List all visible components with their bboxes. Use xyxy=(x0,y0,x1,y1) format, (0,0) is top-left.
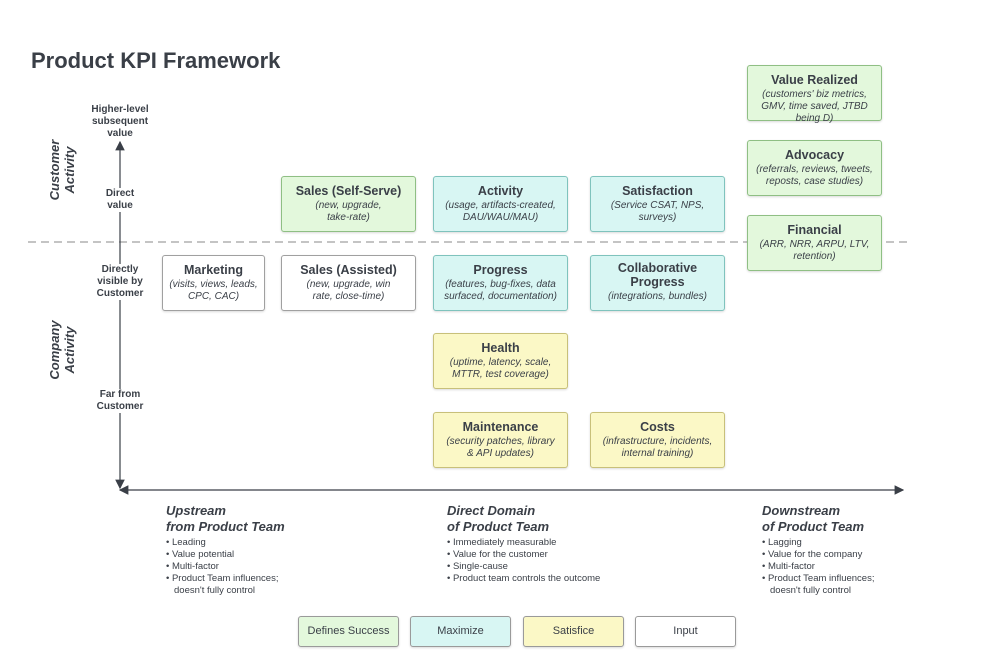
box-subtitle: (features, bug-fixes, data surfaced, doc… xyxy=(444,279,557,302)
list-item: Product team controls the outcome xyxy=(447,573,600,585)
direct-title: Direct Domain of Product Team xyxy=(447,503,549,535)
box-subtitle: (ARR, NRR, ARPU, LTV, retention) xyxy=(759,239,870,262)
list-item: Value potential xyxy=(166,549,278,561)
box-title: Value Realized xyxy=(771,73,858,87)
list-item-continued: doesn't fully control xyxy=(166,585,278,597)
box-maintenance: Maintenance (security patches, library &… xyxy=(433,412,568,468)
direct-bullets: Immediately measurable Value for the cus… xyxy=(447,537,600,585)
box-title: Sales (Assisted) xyxy=(300,263,397,277)
direct-title-line2: of Product Team xyxy=(447,519,550,534)
upstream-title-line2: from Product Team xyxy=(166,519,285,534)
box-health: Health (uptime, latency, scale, MTTR, te… xyxy=(433,333,568,389)
box-marketing: Marketing (visits, views, leads, CPC, CA… xyxy=(162,255,265,311)
box-subtitle: (Service CSAT, NPS, surveys) xyxy=(610,200,705,223)
box-progress: Progress (features, bug-fixes, data surf… xyxy=(433,255,568,311)
box-title: Maintenance xyxy=(462,420,539,434)
list-item: Product Team influences; xyxy=(762,573,875,585)
box-subtitle: (security patches, library & API updates… xyxy=(446,436,555,459)
box-activity: Activity (usage, artifacts-created, DAU/… xyxy=(433,176,568,232)
box-title: Health xyxy=(481,341,520,355)
list-item: Product Team influences; xyxy=(166,573,279,585)
page-title: Product KPI Framework xyxy=(31,48,281,73)
box-subtitle: (integrations, bundles) xyxy=(608,291,707,302)
customer-activity-label: Customer Activity xyxy=(47,139,77,201)
box-costs: Costs (infrastructure, incidents, intern… xyxy=(590,412,725,468)
box-subtitle: (customers' biz metrics, GMV, time saved… xyxy=(761,89,868,124)
downstream-bullets: Lagging Value for the company Multi-fact… xyxy=(762,537,875,597)
box-title: Financial xyxy=(787,223,842,237)
box-advocacy: Advocacy (referrals, reviews, tweets, re… xyxy=(747,140,882,196)
upstream-title-line1: Upstream xyxy=(166,503,226,518)
box-title: Marketing xyxy=(183,263,244,277)
box-subtitle: (new, upgrade, take-rate) xyxy=(315,200,382,223)
box-subtitle: (visits, views, leads, CPC, CAC) xyxy=(169,279,258,302)
box-subtitle: (infrastructure, incidents, internal tra… xyxy=(602,436,713,459)
list-item: Value for the customer xyxy=(447,549,600,561)
level-higher: Higher-level subsequent value xyxy=(86,104,154,140)
box-title: Collaborative Progress xyxy=(617,261,698,289)
box-title: Sales (Self-Serve) xyxy=(295,184,402,198)
level-visible: Directly visible by Customer xyxy=(90,264,150,300)
box-subtitle: (new, upgrade, win rate, close-time) xyxy=(306,279,391,302)
box-satisfaction: Satisfaction (Service CSAT, NPS, surveys… xyxy=(590,176,725,232)
list-item-continued: doesn't fully control xyxy=(762,585,874,597)
legend-maximize: Maximize xyxy=(410,616,511,647)
list-item: Immediately measurable xyxy=(447,537,600,549)
list-item: Leading xyxy=(166,537,278,549)
list-item: Multi-factor xyxy=(166,561,278,573)
box-title: Costs xyxy=(640,420,675,434)
downstream-title: Downstream of Product Team xyxy=(762,503,864,535)
box-subtitle: (uptime, latency, scale, MTTR, test cove… xyxy=(449,357,552,380)
box-collaborative-progress: Collaborative Progress (integrations, bu… xyxy=(590,255,725,311)
box-value-realized: Value Realized (customers' biz metrics, … xyxy=(747,65,882,124)
level-far: Far from Customer xyxy=(88,389,152,413)
box-financial: Financial (ARR, NRR, ARPU, LTV, retentio… xyxy=(747,215,882,271)
list-item: Value for the company xyxy=(762,549,874,561)
downstream-title-line2: of Product Team xyxy=(762,519,865,534)
legend-defines-success: Defines Success xyxy=(298,616,399,647)
upstream-bullets: Leading Value potential Multi-factor Pro… xyxy=(166,537,279,597)
upstream-title: Upstream from Product Team xyxy=(166,503,285,535)
box-title: Progress xyxy=(473,263,528,277)
legend-satisfice: Satisfice xyxy=(523,616,624,647)
legend-input: Input xyxy=(635,616,736,647)
box-subtitle: (usage, artifacts-created, DAU/WAU/MAU) xyxy=(445,200,556,223)
box-subtitle: (referrals, reviews, tweets, reposts, ca… xyxy=(756,164,873,187)
box-title: Activity xyxy=(477,184,524,198)
downstream-title-line1: Downstream xyxy=(762,503,841,518)
box-title: Advocacy xyxy=(784,148,845,162)
company-activity-label: Company Activity xyxy=(47,320,77,380)
list-item-text: doesn't fully control xyxy=(770,585,852,596)
list-item: Multi-factor xyxy=(762,561,874,573)
direct-title-line1: Direct Domain xyxy=(447,503,536,518)
level-direct: Direct value xyxy=(94,188,146,212)
list-item-text: doesn't fully control xyxy=(174,585,256,596)
box-title: Satisfaction xyxy=(622,184,693,198)
box-sales-assisted: Sales (Assisted) (new, upgrade, win rate… xyxy=(281,255,416,311)
box-sales-self-serve: Sales (Self-Serve) (new, upgrade, take-r… xyxy=(281,176,416,232)
list-item: Single-cause xyxy=(447,561,600,573)
list-item: Lagging xyxy=(762,537,874,549)
